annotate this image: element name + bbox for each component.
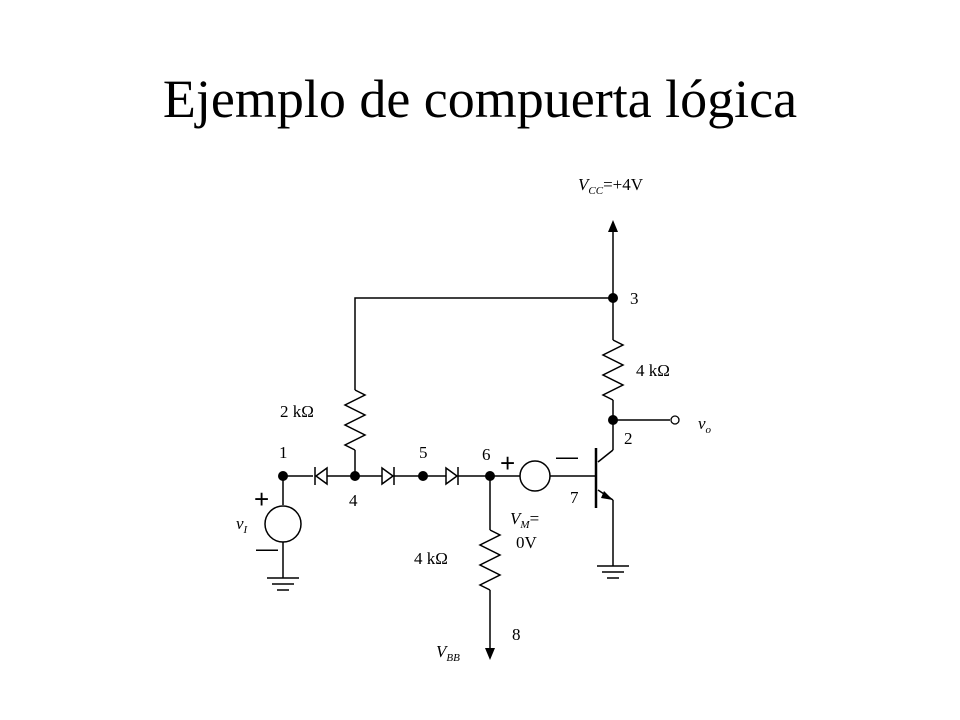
meter-plus: + (500, 448, 515, 478)
node-6-label: 6 (482, 445, 491, 464)
ground-right (597, 565, 629, 579)
node-1-label: 1 (279, 443, 288, 462)
meter-label: VM= (510, 509, 539, 531)
node-5-dot (418, 471, 428, 481)
vcc-arrow (608, 220, 618, 298)
node-7-label: 7 (570, 488, 579, 507)
top-wire (354, 297, 613, 390)
page-title: Ejemplo de compuerta lógica (162, 69, 798, 129)
vcc-label: VCC=+4V (578, 175, 644, 197)
transistor (573, 420, 614, 566)
diode-3 (445, 466, 459, 486)
node-8-label: 8 (512, 625, 521, 644)
node-4-label: 4 (349, 491, 358, 510)
input-minus: — (256, 536, 278, 561)
resistor-bottom-label: 4 kΩ (414, 549, 448, 568)
ground-left (267, 577, 299, 591)
node-4-dot (350, 471, 360, 481)
meter-source (519, 460, 551, 492)
resistor-bottom (478, 476, 502, 660)
resistor-left (343, 389, 367, 476)
resistor-left-label: 2 kΩ (280, 402, 314, 421)
resistor-right-label: 4 kΩ (636, 361, 670, 380)
input-plus: + (254, 484, 269, 514)
diode-2 (381, 466, 395, 486)
node-3-label: 3 (630, 289, 639, 308)
input-label: vI (236, 514, 249, 536)
meter-minus: — (556, 444, 578, 469)
resistor-right (601, 298, 625, 420)
node-2-label: 2 (624, 429, 633, 448)
node-5-label: 5 (419, 443, 428, 462)
output-label: vo (698, 414, 712, 436)
output-terminal (670, 415, 680, 425)
meter-value: 0V (516, 533, 538, 552)
diode-1 (314, 466, 355, 486)
vbb-label: VBB (436, 642, 460, 664)
